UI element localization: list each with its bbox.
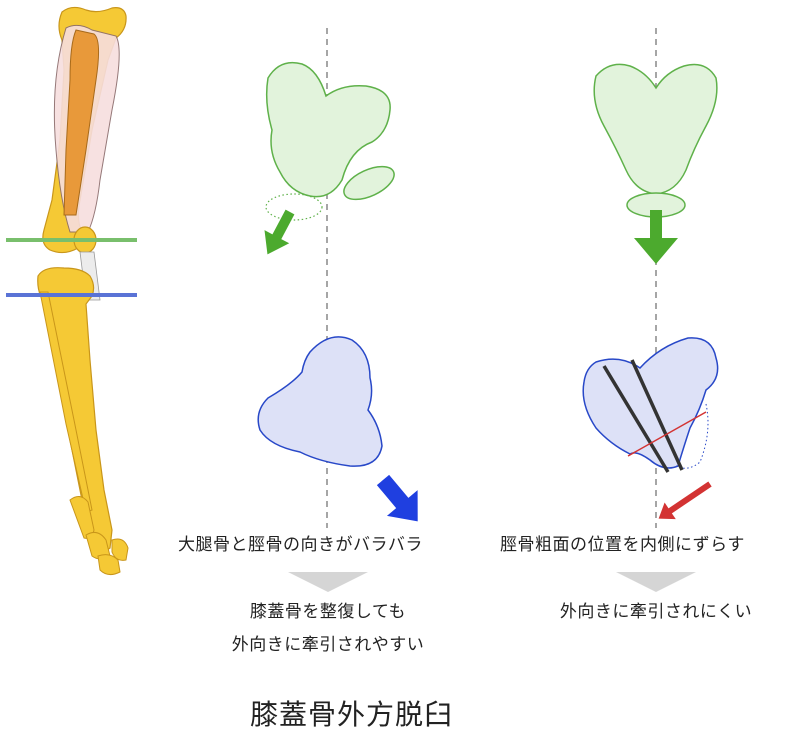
right-femur-cross-section [593,63,718,195]
right-caption: 脛骨粗面の位置を内側にずらす [500,535,745,555]
left-tibia-arrow [376,474,418,522]
right-tibia-original-outline [675,403,709,469]
fibula-bone [39,291,93,513]
left-patella-ideal-position [265,193,323,221]
quadriceps-tendon [63,29,100,216]
left-tibia-cross-section [257,336,383,467]
left-result-line2: 外向きに牽引されやすい [231,635,425,655]
leg-illustration [6,6,137,576]
right-femur-arrow [634,210,678,264]
right-result-line1: 外向きに牽引されにくい [559,602,753,622]
right-tibia-arrow [658,481,712,520]
left-caption: 大腿骨と脛骨の向きがバラバラ [178,535,423,555]
right-osteotomy-line-1 [602,365,670,473]
left-result-line1: 膝蓋骨を整復しても [249,602,407,622]
foot-bones [69,496,129,576]
left-hint-arrow [288,572,368,592]
right-hint-arrow [616,572,696,592]
right-osteotomy-line-2 [630,359,684,471]
page-title: 膝蓋骨外方脱臼 [250,698,454,731]
right-cut-line [627,411,707,457]
left-femur-cross-section [265,61,391,198]
left-patella-displaced [343,165,395,201]
left-femur-arrow [264,209,295,255]
